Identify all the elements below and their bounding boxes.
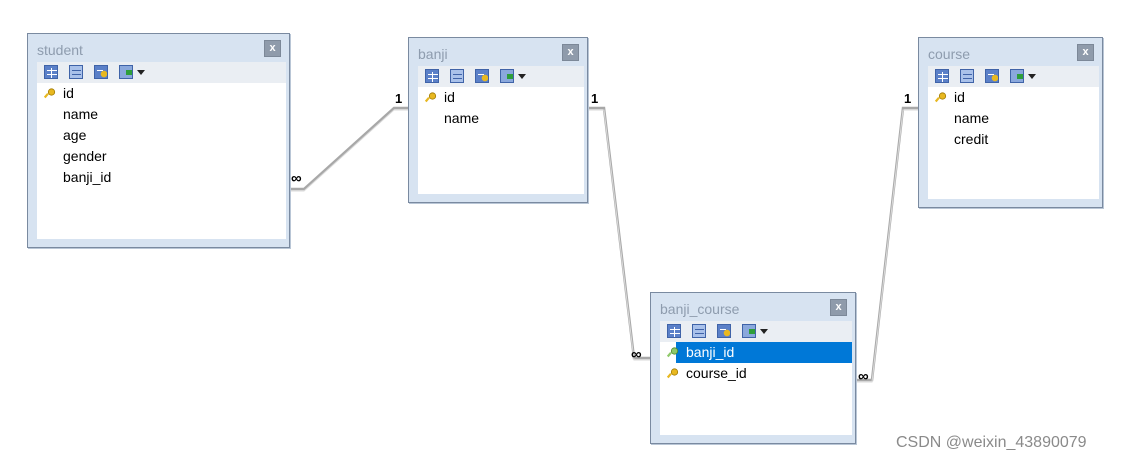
column-name: course_id (686, 365, 747, 381)
key-settings-icon[interactable] (475, 69, 489, 83)
table-body: id name (418, 66, 584, 194)
table-body: id name age gender banji_id (37, 62, 286, 239)
column-row[interactable]: name (928, 108, 1099, 129)
primary-key-icon (425, 92, 437, 103)
chevron-down-icon[interactable] (760, 329, 768, 334)
column-name: id (954, 89, 965, 105)
import-icon[interactable] (119, 65, 133, 79)
column-name: id (444, 89, 455, 105)
column-name: age (63, 127, 87, 143)
table-view-icon[interactable] (44, 65, 58, 79)
primary-key-icon (667, 368, 679, 379)
close-icon[interactable]: x (562, 44, 579, 61)
table-view-icon[interactable] (425, 69, 439, 83)
watermark: CSDN @weixin_43890079 (896, 434, 1087, 451)
close-icon[interactable]: x (1077, 44, 1094, 61)
key-settings-icon[interactable] (985, 69, 999, 83)
column-name: name (954, 110, 990, 126)
table-view-icon[interactable] (667, 324, 681, 338)
table-title: course (928, 46, 971, 62)
chevron-down-icon[interactable] (518, 74, 526, 79)
column-row[interactable]: name (37, 104, 286, 125)
column-name: name (63, 106, 99, 122)
column-name: credit (954, 131, 989, 147)
close-icon[interactable]: x (264, 40, 281, 57)
close-icon[interactable]: x (830, 299, 847, 316)
cardinality-many-banji-course-left: ∞ (631, 346, 642, 363)
relation-course-banji-course (856, 106, 918, 382)
column-row[interactable]: course_id (660, 363, 852, 384)
table-title: banji (418, 46, 448, 62)
table-header[interactable]: course x (919, 38, 1102, 66)
table-banji-course[interactable]: banji_course x banji_id course_id (650, 292, 856, 444)
chevron-down-icon[interactable] (137, 70, 145, 75)
column-row[interactable]: id (928, 87, 1099, 108)
column-name: id (63, 85, 74, 101)
table-design-icon[interactable] (450, 69, 464, 83)
key-settings-icon[interactable] (94, 65, 108, 79)
key-settings-icon[interactable] (717, 324, 731, 338)
table-body: banji_id course_id (660, 321, 852, 435)
table-course[interactable]: course x id name credit (918, 37, 1103, 208)
chevron-down-icon[interactable] (1028, 74, 1036, 79)
primary-key-icon (667, 347, 679, 358)
import-icon[interactable] (500, 69, 514, 83)
table-body: id name credit (928, 66, 1099, 199)
table-header[interactable]: banji x (409, 38, 587, 66)
table-header[interactable]: banji_course x (651, 293, 855, 321)
table-toolbar (418, 66, 584, 87)
column-row[interactable]: name (418, 108, 584, 129)
table-toolbar (928, 66, 1099, 87)
column-row[interactable]: id (418, 87, 584, 108)
table-banji[interactable]: banji x id name (408, 37, 588, 203)
table-header[interactable]: student x (28, 34, 289, 62)
column-name: banji_id (686, 344, 735, 360)
cardinality-one-course: 1 (904, 91, 912, 106)
primary-key-icon (44, 88, 56, 99)
column-name: name (444, 110, 480, 126)
table-student[interactable]: student x id name age gender banji_id (27, 33, 290, 248)
table-design-icon[interactable] (692, 324, 706, 338)
table-title: student (37, 42, 83, 58)
column-name: banji_id (63, 169, 112, 185)
cardinality-many-banji-course-right: ∞ (858, 368, 869, 385)
table-view-icon[interactable] (935, 69, 949, 83)
import-icon[interactable] (742, 324, 756, 338)
table-design-icon[interactable] (960, 69, 974, 83)
cardinality-one-banji-student: 1 (395, 91, 403, 106)
table-toolbar (37, 62, 286, 83)
column-row-selected[interactable]: banji_id (660, 342, 852, 363)
primary-key-icon (935, 92, 947, 103)
relation-student-banji (289, 106, 408, 191)
column-row[interactable]: id (37, 83, 286, 104)
table-toolbar (660, 321, 852, 342)
import-icon[interactable] (1010, 69, 1024, 83)
cardinality-many-student: ∞ (291, 170, 302, 187)
table-design-icon[interactable] (69, 65, 83, 79)
column-row[interactable]: credit (928, 129, 1099, 150)
column-row[interactable]: banji_id (37, 167, 286, 188)
cardinality-one-banji-course: 1 (591, 91, 599, 106)
table-title: banji_course (660, 301, 740, 317)
column-row[interactable]: age (37, 125, 286, 146)
column-row[interactable]: gender (37, 146, 286, 167)
column-name: gender (63, 148, 107, 164)
